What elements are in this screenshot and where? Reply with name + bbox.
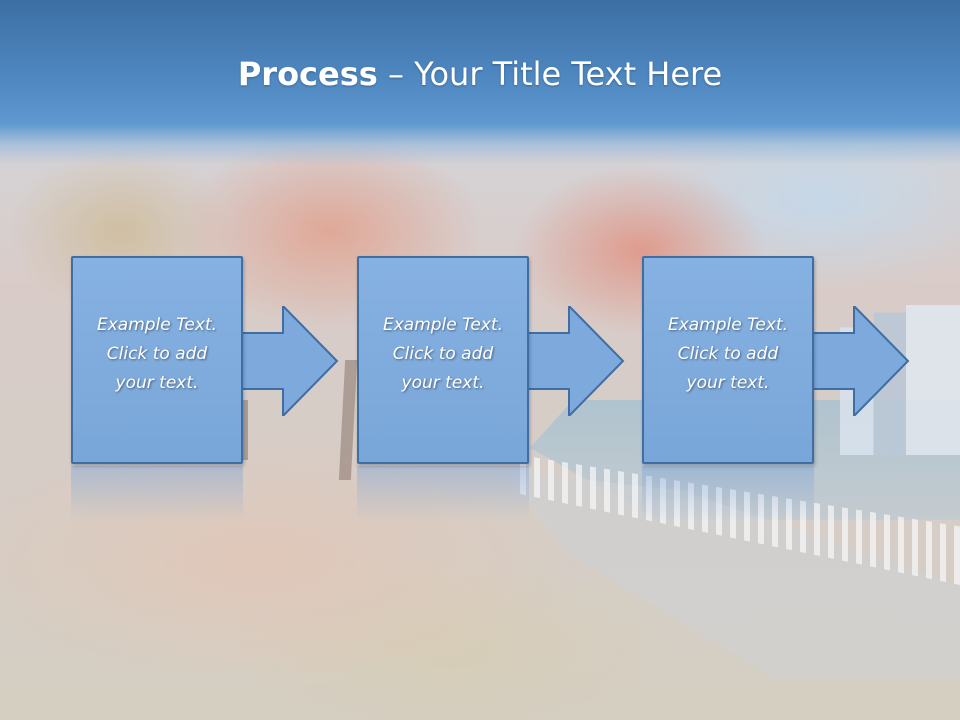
right-arrow-icon[interactable]: [527, 306, 627, 416]
step-box[interactable]: [357, 256, 529, 464]
step-text-line: Example Text.: [382, 315, 504, 335]
box-reflection: [642, 466, 814, 521]
slide-title[interactable]: Process – Your Title Text Here: [0, 52, 960, 96]
step-text-line: Click to add: [392, 344, 494, 364]
title-bold: Process: [237, 55, 378, 93]
step-text-line: Click to add: [677, 344, 779, 364]
step-text[interactable]: Example Text. Click to add your text.: [642, 311, 814, 398]
step-box[interactable]: [642, 256, 814, 464]
step-text[interactable]: Example Text. Click to add your text.: [357, 311, 529, 398]
process-step-2: Example Text. Click to add your text.: [357, 256, 627, 521]
step-text-line: your text.: [401, 373, 485, 393]
box-reflection: [71, 466, 243, 521]
step-text-line: Click to add: [106, 344, 208, 364]
step-text[interactable]: Example Text. Click to add your text.: [71, 311, 243, 398]
step-text-line: Example Text.: [667, 315, 789, 335]
step-text-line: Example Text.: [96, 315, 218, 335]
step-box[interactable]: [71, 256, 243, 464]
box-reflection: [357, 466, 529, 521]
title-band: [0, 0, 960, 165]
step-text-line: your text.: [686, 373, 770, 393]
right-arrow-icon[interactable]: [812, 306, 912, 416]
process-step-1: Example Text. Click to add your text.: [71, 256, 341, 521]
step-text-line: your text.: [115, 373, 199, 393]
tree-trunk: [240, 400, 248, 460]
title-rest: – Your Title Text Here: [377, 55, 723, 93]
process-step-3: Example Text. Click to add your text.: [642, 256, 912, 521]
right-arrow-icon[interactable]: [241, 306, 341, 416]
